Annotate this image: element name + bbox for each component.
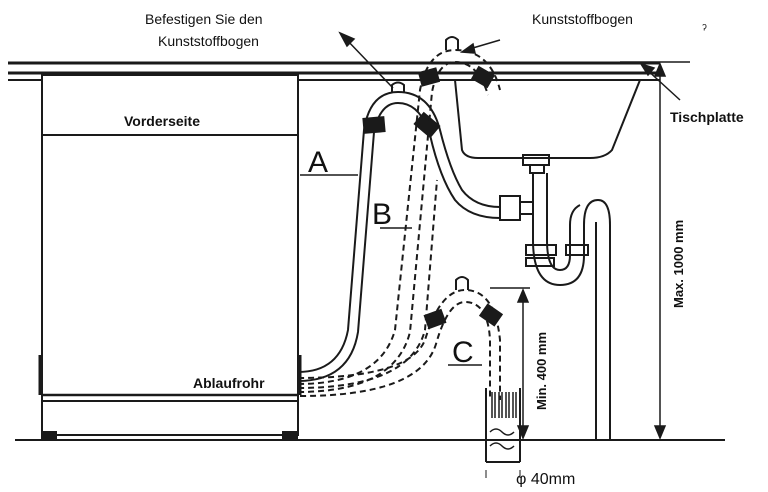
max-height-dimension	[620, 61, 690, 440]
siphon-trap	[499, 195, 611, 440]
countertop	[8, 61, 660, 81]
label-front: Vorderseite	[124, 113, 200, 129]
hose-c	[297, 288, 501, 400]
hose-b-clamps	[417, 36, 495, 89]
label-fasten-bend-1: Befestigen Sie den	[145, 11, 263, 27]
label-hose-c: C	[452, 336, 474, 369]
label-drain-pipe: Ablaufrohr	[193, 375, 265, 391]
leader-lines	[300, 31, 681, 366]
label-min-height: Min. 400 mm	[534, 332, 549, 410]
label-hose-b: B	[372, 198, 392, 231]
label-hose-a: A	[308, 146, 328, 179]
min-height-dimension	[490, 287, 530, 440]
label-countertop: Tischplatte	[670, 109, 744, 125]
standpipe	[485, 388, 521, 478]
sink	[453, 79, 642, 200]
hose-b	[297, 48, 501, 393]
label-max-height: Max. 1000 mm	[671, 220, 686, 308]
label-plastic-bend: Kunststoffbogen	[532, 11, 633, 27]
label-fasten-bend-2: Kunststoffbogen	[158, 33, 259, 49]
hose-c-clamps	[423, 276, 504, 330]
label-diameter: φ 40mm	[516, 471, 575, 487]
hose-a	[297, 81, 501, 382]
corner-mark: ˀ	[702, 21, 707, 37]
